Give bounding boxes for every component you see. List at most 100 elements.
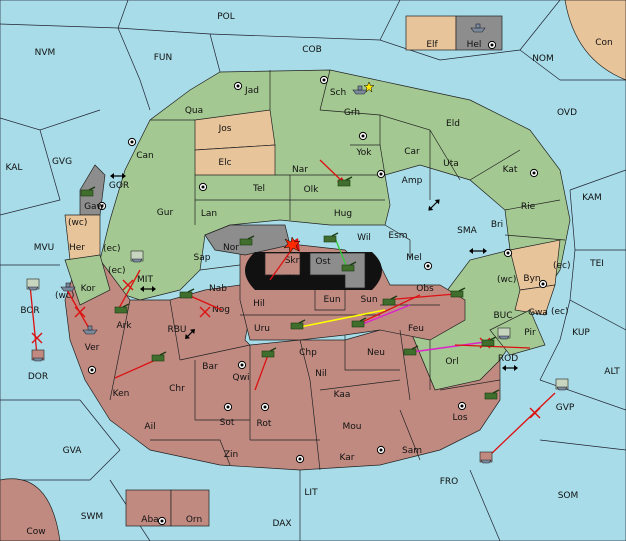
supply-center xyxy=(127,137,137,147)
region-label-fun: FUN xyxy=(154,53,173,63)
army-icon xyxy=(151,351,167,362)
army-icon xyxy=(239,235,255,246)
province-label-ail: Ail xyxy=(144,422,155,432)
province-label-her: Her xyxy=(69,243,85,253)
supply-center xyxy=(358,131,368,141)
province-label-can: Can xyxy=(136,151,154,161)
province-label-pir: Pir xyxy=(524,328,536,338)
province-label-sot: Sot xyxy=(220,418,235,428)
fleet-icon xyxy=(60,282,76,292)
units xyxy=(26,23,569,464)
province-label-lan: Lan xyxy=(201,209,217,219)
region-label-sma: SMA xyxy=(457,226,477,236)
region-label-fro: FRO xyxy=(440,477,459,487)
fleet-icon xyxy=(497,327,511,340)
coast-label: (ec) xyxy=(553,261,571,271)
army-icon xyxy=(341,261,357,272)
province-label-nab: Nab xyxy=(209,284,227,294)
province-label-mel: Mel xyxy=(406,253,422,263)
province-label-kor: Kor xyxy=(81,284,96,294)
army-icon xyxy=(323,232,339,243)
double-arrow-icon xyxy=(110,173,126,179)
province-label-feu: Feu xyxy=(408,324,424,334)
region-label-mvu: MVU xyxy=(34,243,55,253)
double-arrow-icon xyxy=(428,199,440,211)
region-label-ovd: OVD xyxy=(557,108,577,118)
region-label-lit: LIT xyxy=(304,488,318,498)
province-label-rie: Rie xyxy=(521,202,536,212)
province-label-rot: Rot xyxy=(257,419,272,429)
province-label-los: Los xyxy=(452,413,467,423)
region-label-hel: Hel xyxy=(467,40,482,50)
province-label-kar: Kar xyxy=(340,453,355,463)
province-label-bri: Bri xyxy=(491,220,503,230)
region-label-alt: ALT xyxy=(604,367,620,377)
army-icon xyxy=(261,347,277,358)
region-label-rod: ROD xyxy=(498,354,518,364)
fleet-icon xyxy=(26,278,40,291)
region-label-som: SOM xyxy=(558,491,579,501)
supply-centers xyxy=(87,40,548,526)
region-label-swm: SWM xyxy=(81,512,103,522)
province-label-ver: Ver xyxy=(85,343,100,353)
province-label-uru: Uru xyxy=(254,324,270,334)
province-label-nar: Nar xyxy=(292,165,308,175)
supply-center xyxy=(260,402,270,412)
province-label-obs: Obs xyxy=(416,284,434,294)
army-icon xyxy=(114,303,130,314)
province-label-eld: Eld xyxy=(446,119,460,129)
province-label-gwa: Gwa xyxy=(528,308,548,318)
army-icon xyxy=(179,288,195,299)
province-label-jad: Jad xyxy=(244,86,259,96)
province-label-esm: Esm xyxy=(388,231,407,241)
province-label-jos: Jos xyxy=(218,124,232,134)
supply-center xyxy=(319,75,329,85)
region-label-kup: KUP xyxy=(572,328,590,338)
fleet-icon xyxy=(555,378,569,391)
coast-label: (ec) xyxy=(551,307,569,317)
supply-center xyxy=(376,169,386,179)
province-label-ken: Ken xyxy=(113,389,130,399)
region-label-orn: Orn xyxy=(186,515,202,525)
supply-center xyxy=(87,365,97,375)
supply-center xyxy=(457,401,467,411)
province-label-neu: Neu xyxy=(367,348,385,358)
explosion-icon xyxy=(283,236,301,254)
province-boundaries xyxy=(109,69,566,471)
province-label-qwi: Qwi xyxy=(233,373,250,383)
province-label-sam: Sam xyxy=(402,446,422,456)
region-label-nvm: NVM xyxy=(35,48,56,58)
army-icon xyxy=(450,287,466,298)
province-label-grh: Grh xyxy=(344,108,360,118)
region-label-nom: NOM xyxy=(532,54,554,64)
star-icon xyxy=(363,81,375,93)
supply-center xyxy=(423,261,433,271)
supply-center xyxy=(97,201,107,211)
fleet-icon xyxy=(130,250,144,263)
province-label-amp: Amp xyxy=(402,176,423,186)
army-icon xyxy=(80,186,96,197)
coast-label: (wc) xyxy=(55,291,74,301)
supply-center xyxy=(487,40,497,50)
supply-center xyxy=(237,360,247,370)
province-label-ark: Ark xyxy=(116,321,132,331)
region-label-gva: GVA xyxy=(63,446,83,456)
region-label-dor: DOR xyxy=(28,372,48,382)
province-label-gaw: Gaw xyxy=(84,202,104,212)
fleet-icon xyxy=(479,451,493,464)
army-icon xyxy=(481,336,497,347)
region-label-cob: COB xyxy=(302,45,322,55)
double-arrow-icon xyxy=(185,329,195,339)
fleet-icon xyxy=(352,85,368,95)
province-label-zin: Zin xyxy=(224,450,238,460)
army-icon xyxy=(403,345,419,356)
region-label-elf: Elf xyxy=(426,40,438,50)
army-icon xyxy=(351,317,367,328)
province-label-hug: Hug xyxy=(334,209,352,219)
region-label-gor: GOR xyxy=(109,181,129,191)
fleet-icon xyxy=(31,349,45,362)
region-label-rbu: RBU xyxy=(167,325,186,335)
region-label-aba: Aba xyxy=(141,515,158,525)
province-label-sch: Sch xyxy=(330,88,346,98)
